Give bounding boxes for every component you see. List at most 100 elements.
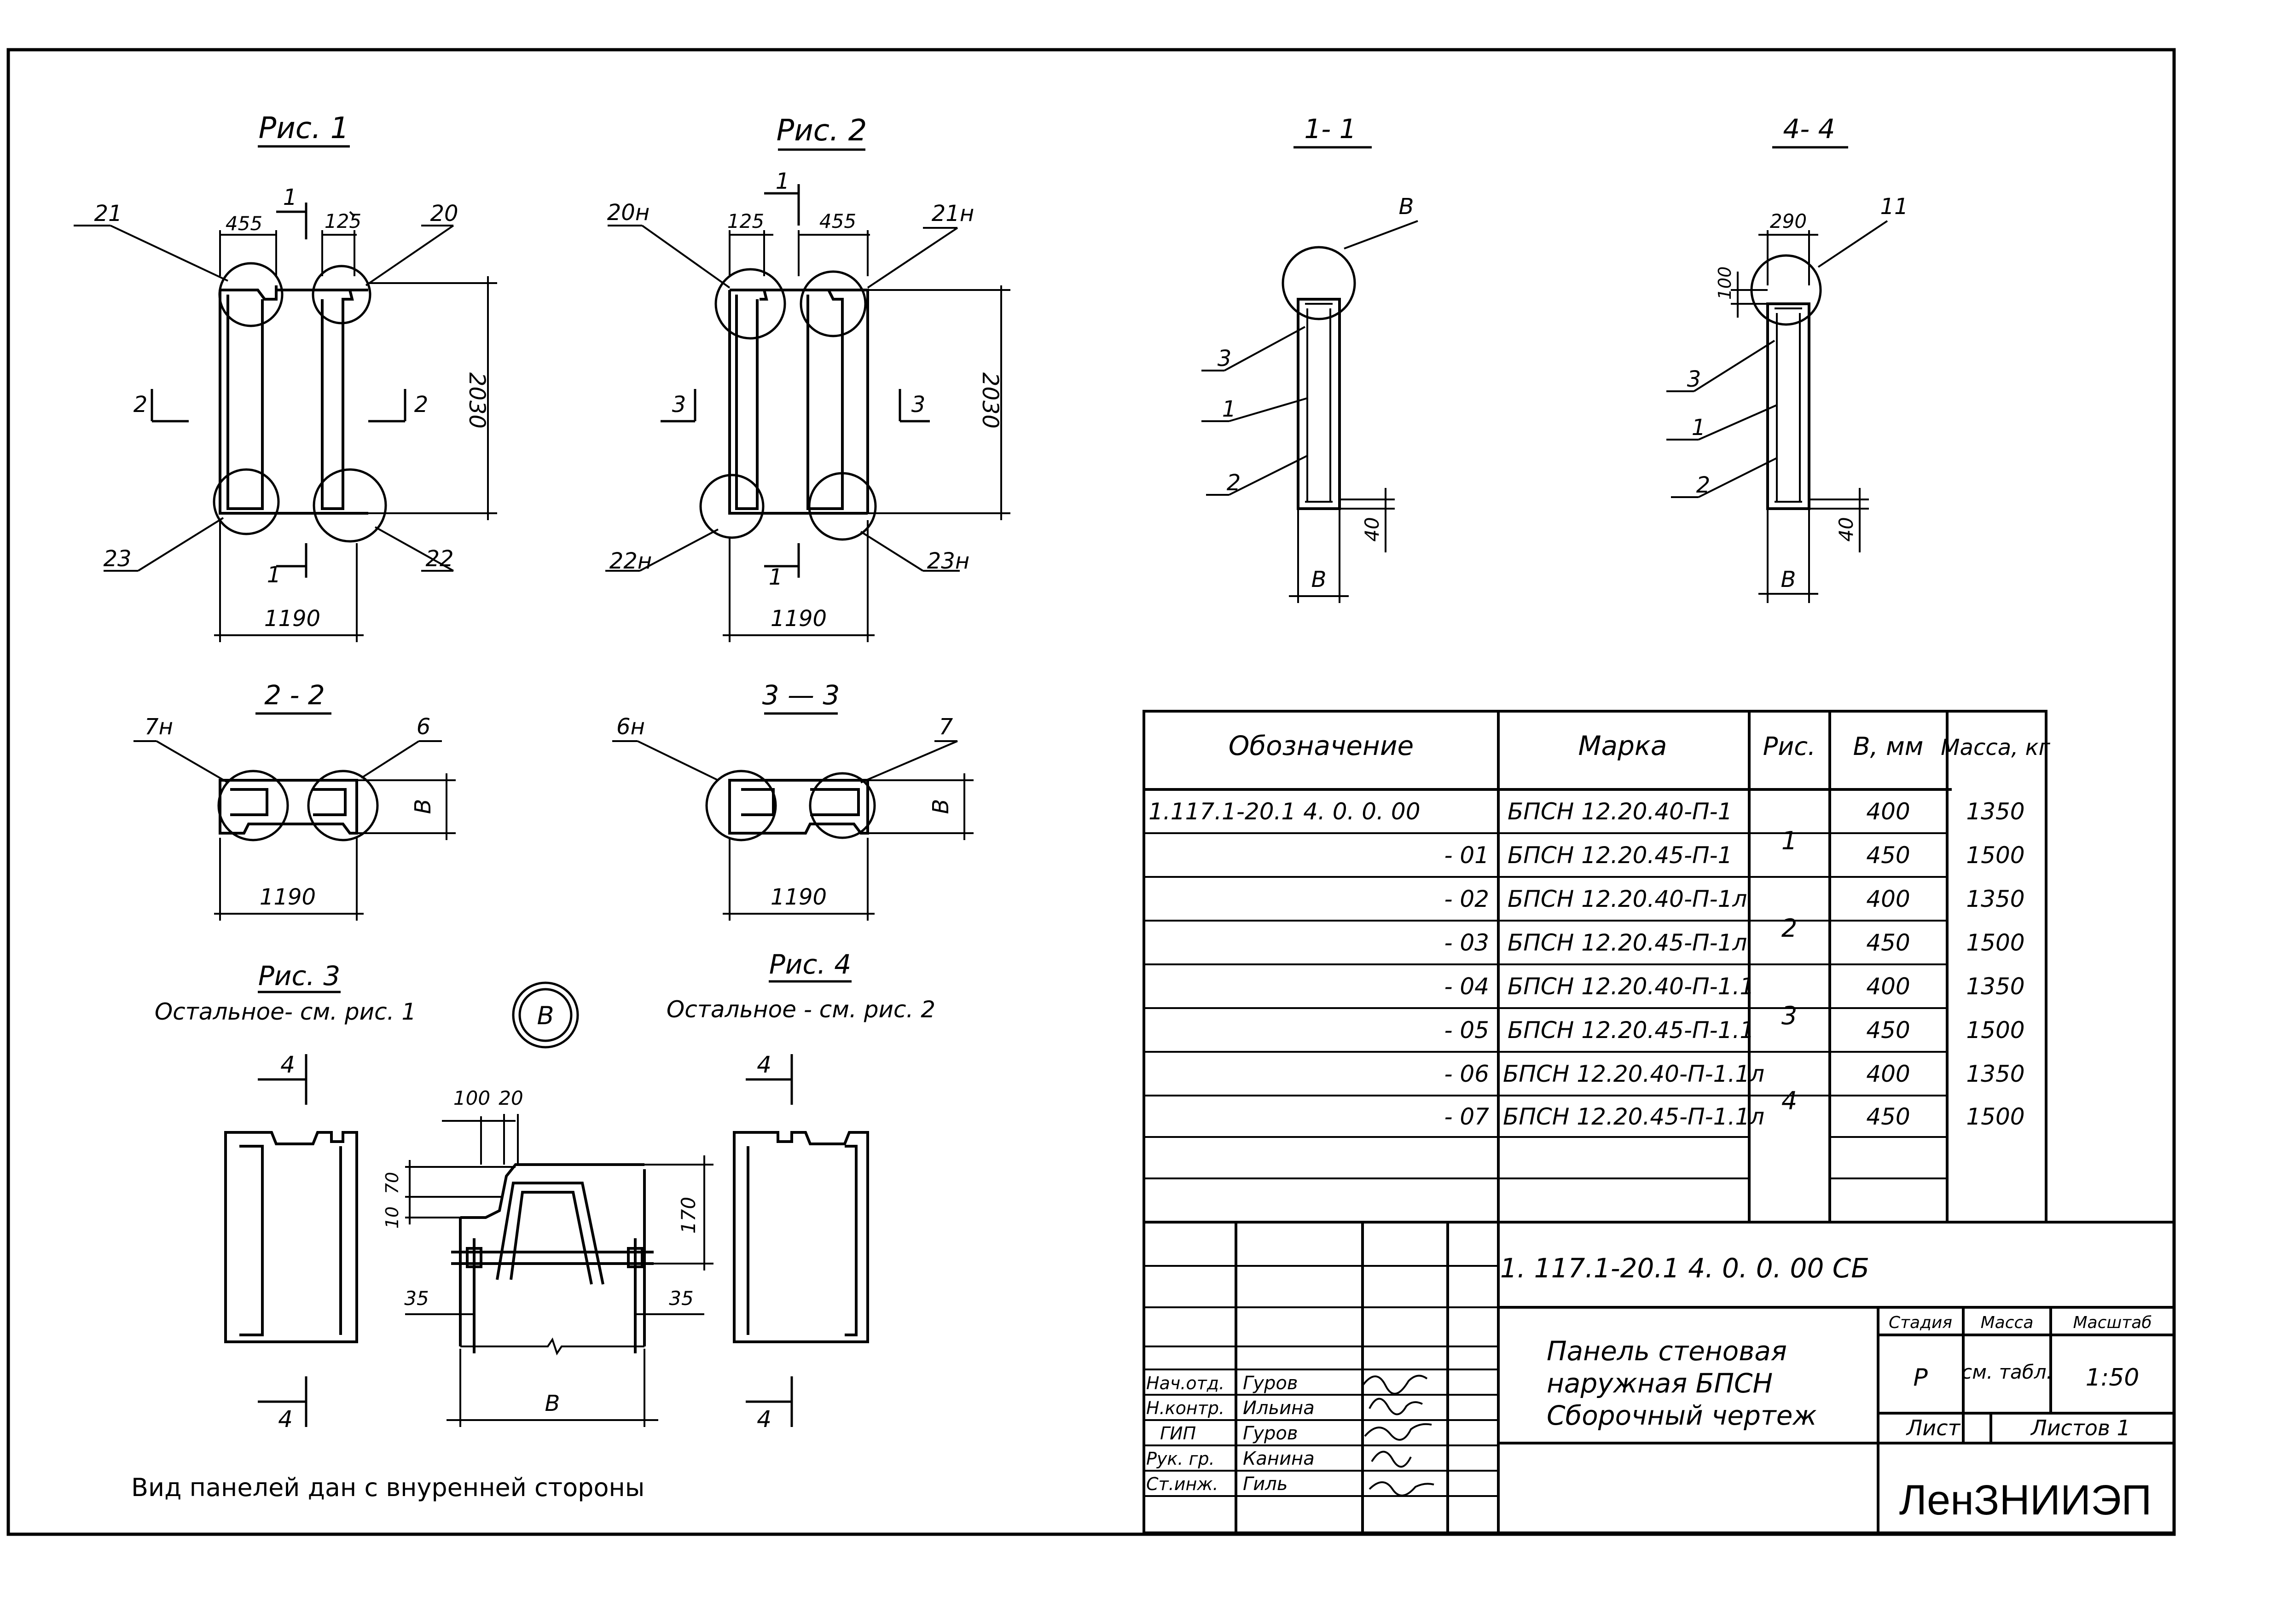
- sec11-callout-2: 2: [1227, 470, 1241, 496]
- sec11-dim-40: 40: [1361, 517, 1383, 541]
- fig2-mark-1-top: 1: [776, 168, 790, 194]
- detail-dim-10: 10: [382, 1206, 402, 1229]
- fig2-callout-23n: 23н: [927, 548, 969, 574]
- spec-row-mark: БПСН 12.20.40-П-1: [1508, 798, 1732, 825]
- document-code: 1. 117.1-20.1 4. 0. 0. 00 СБ: [1500, 1253, 1869, 1284]
- signature-role: Рук. гр.: [1146, 1449, 1215, 1469]
- spec-row-5: - 05 БПСН 12.20.45-П-1.1 450 1500: [1444, 1017, 2024, 1044]
- detail-dim-35-right: 35: [669, 1287, 693, 1310]
- sec44-dim-40: 40: [1835, 517, 1857, 541]
- title-block-grid-lines: [1144, 1265, 1498, 1497]
- fig3-note: Остальное- см. рис. 1: [155, 998, 416, 1025]
- scale-value: 1:50: [2086, 1364, 2140, 1392]
- signature-name: Гуров: [1243, 1373, 1298, 1394]
- fig1-mark-2-right: 2: [414, 392, 429, 418]
- signature-name: Гиль: [1243, 1473, 1288, 1495]
- spec-row-designation: 1.117.1-20.1 4. 0. 0. 00: [1148, 798, 1421, 825]
- signature-row-2: ГИП Гуров: [1160, 1423, 1298, 1444]
- sec44-dim-100: 100: [1715, 267, 1735, 300]
- fig1-dim-2030: 2030: [464, 372, 490, 429]
- spec-row-3: - 03 БПСН 12.20.45-П-1л 450 1500: [1444, 929, 2024, 956]
- fig1-detail-circles: [213, 262, 387, 543]
- spec-row-designation: - 03: [1444, 929, 1489, 956]
- fig2-mark-3-right: 3: [911, 392, 926, 418]
- sec22-title: 2 - 2: [264, 679, 325, 711]
- sec22-callout-7n: 7н: [145, 714, 173, 740]
- fig1-callout-21: 21: [94, 201, 122, 226]
- fig1-callout-22: 22: [425, 546, 453, 572]
- fig1-mark-1-bottom: 1: [267, 562, 281, 588]
- spec-row-b: 450: [1866, 929, 1910, 956]
- section-4-4: 4- 4 11: [1666, 113, 1908, 603]
- spec-row-mark: БПСН 12.20.45-П-1.1л: [1503, 1103, 1764, 1130]
- fig3-mark-4-bottom: 4: [278, 1406, 293, 1433]
- spec-row-designation: - 01: [1444, 842, 1489, 869]
- spec-header-designation: Обозначение: [1229, 730, 1414, 761]
- section-2-2: 2 - 2 7н 6 1190 В: [133, 679, 456, 921]
- detail-dim-70: 70: [382, 1172, 402, 1194]
- sec44-dim-290: 290: [1770, 210, 1807, 232]
- fig1-callout-23: 23: [103, 546, 131, 572]
- sec22-dim-B: В: [410, 799, 436, 814]
- spec-row-mass: 1500: [1966, 1017, 2024, 1044]
- spec-row-mass: 1350: [1966, 798, 2024, 825]
- fig3-title: Рис. 3: [258, 960, 340, 992]
- fig2-dim-2030: 2030: [977, 372, 1003, 429]
- spec-header-fig: Рис.: [1763, 732, 1816, 761]
- sec33-dim-B: В: [928, 799, 954, 814]
- sec44-callout-11: 11: [1880, 194, 1908, 220]
- figure-1: Рис. 1 21: [74, 111, 497, 642]
- spec-row-mass: 1500: [1966, 842, 2024, 869]
- fig1-mark-1-top: 1: [283, 185, 297, 210]
- spec-row-mass: 1500: [1966, 929, 2024, 956]
- spec-table: Обозначение Марка Рис. В, мм Масса, кг 1…: [1143, 710, 2051, 1224]
- detail-B: В: [382, 981, 713, 1427]
- spec-row-4: - 04 БПСН 12.20.40-П-1.1 400 1350: [1444, 973, 2024, 1000]
- spec-row-b: 450: [1866, 842, 1910, 869]
- sec44-callout-2: 2: [1696, 472, 1711, 498]
- spec-row-b: 400: [1866, 973, 1910, 1000]
- fig1-dim-455: 455: [226, 212, 262, 235]
- signature-role: Н.контр.: [1146, 1398, 1224, 1418]
- spec-row-designation: - 05: [1444, 1017, 1489, 1044]
- spec-row-mark: БПСН 12.20.40-П-1.1: [1508, 973, 1754, 1000]
- spec-row-b: 400: [1866, 798, 1910, 825]
- spec-row-7: - 07 БПСН 12.20.45-П-1.1л 450 1500: [1444, 1103, 2024, 1130]
- fig1-panels: [219, 285, 368, 515]
- sec22-callout-6: 6: [417, 714, 431, 740]
- title-block: Нач.отд. Гуров Н.контр. Ильина ГИП Гуров…: [1143, 1221, 2175, 1534]
- fig2-callout-21n: 21н: [932, 201, 974, 226]
- sec22-dim-1190: 1190: [260, 884, 316, 910]
- sec33-dim-1190: 1190: [771, 884, 827, 910]
- spec-row-mass: 1350: [1966, 886, 2024, 912]
- section-3-3: 3 — 3 6н 7 1190 В: [612, 679, 974, 921]
- fig2-callout-20n: 20н: [607, 200, 650, 226]
- sec11-callout-3: 3: [1218, 346, 1232, 371]
- sec44-title: 4- 4: [1783, 113, 1835, 145]
- figure-4: Рис. 4 Остальное - см. рис. 2 4 4: [667, 949, 935, 1433]
- stage-value: Р: [1913, 1364, 1928, 1392]
- bottom-note: Вид панелей дан с внуренней стороны: [131, 1473, 644, 1502]
- fig1-dim-125: 125: [325, 210, 361, 232]
- spec-row-2: - 02 БПСН 12.20.40-П-1л 400 1350: [1444, 886, 2024, 912]
- spec-row-1: - 01 БПСН 12.20.45-П-1 450 1500: [1444, 842, 2024, 869]
- detail-dim-170: 170: [677, 1197, 700, 1234]
- title-line-3: Сборочный чертеж: [1547, 1400, 1817, 1431]
- sheets-label: Листов 1: [2030, 1415, 2130, 1440]
- spec-row-designation: - 02: [1444, 886, 1489, 912]
- header-scale: Масштаб: [2073, 1313, 2152, 1332]
- spec-row-mark: БПСН 12.20.40-П-1.1л: [1503, 1061, 1764, 1087]
- signature-role: Ст.инж.: [1146, 1474, 1218, 1494]
- spec-table-row-lines: [1144, 832, 1947, 1179]
- fig2-detail-circles: [699, 268, 877, 541]
- header-stage: Стадия: [1889, 1313, 1952, 1332]
- title-line-1: Панель стеновая: [1547, 1335, 1787, 1367]
- sec44-dim-B: В: [1781, 567, 1796, 592]
- figure-3: Рис. 3 Остальное- см. рис. 1 4 4: [155, 960, 416, 1433]
- spec-fig-group-4: 4: [1781, 1086, 1797, 1115]
- header-mass: Масса: [1981, 1313, 2034, 1332]
- spec-row-b: 450: [1866, 1017, 1910, 1044]
- signature-role: Нач.отд.: [1146, 1373, 1224, 1393]
- spec-row-b: 400: [1866, 1061, 1910, 1087]
